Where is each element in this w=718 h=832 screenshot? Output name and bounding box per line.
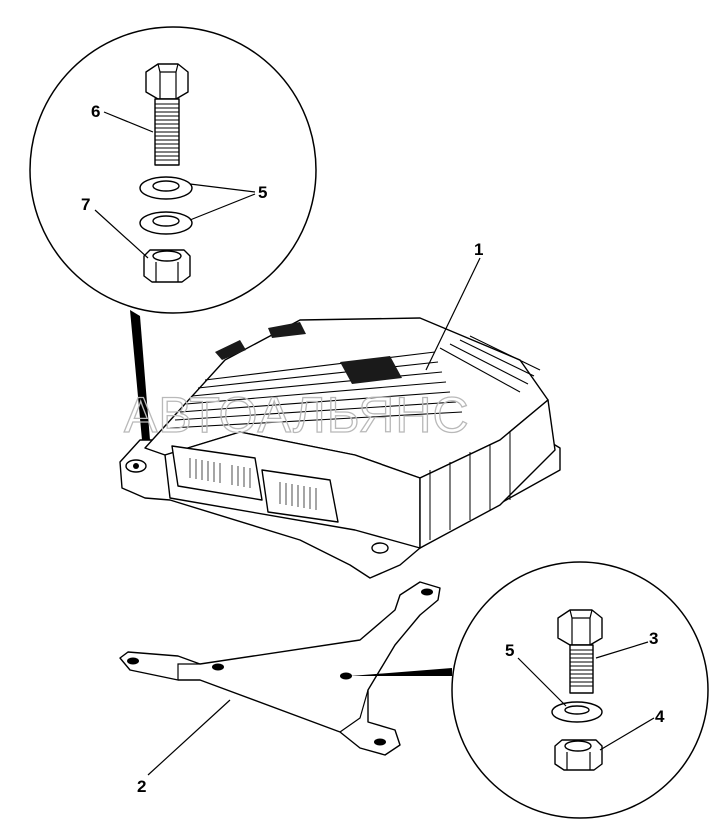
callout-7: 7 bbox=[81, 195, 90, 214]
callout-5-bottom: 5 bbox=[505, 641, 514, 660]
detail-circle-top bbox=[29, 26, 317, 440]
callout-4: 4 bbox=[655, 707, 665, 726]
nut-part-4 bbox=[554, 739, 603, 771]
bolt-part-6 bbox=[145, 63, 189, 166]
nut-part-7 bbox=[143, 249, 191, 283]
bracket-part-2 bbox=[119, 581, 441, 756]
callout-1: 1 bbox=[474, 240, 483, 259]
washer-part-5-bottom bbox=[551, 701, 603, 723]
ecu-connector-right bbox=[261, 469, 339, 523]
bolt-part-3 bbox=[557, 609, 603, 694]
ecu-connector-left bbox=[171, 445, 263, 501]
watermark-text: АВТОАЛЬЯНС bbox=[124, 387, 470, 443]
ecu-part-1 bbox=[119, 317, 561, 579]
washer-part-5-lower bbox=[139, 211, 193, 235]
callout-5-top: 5 bbox=[258, 183, 267, 202]
callout-2: 2 bbox=[137, 777, 146, 796]
washer-part-5-upper bbox=[139, 176, 193, 200]
callout-3: 3 bbox=[649, 629, 658, 648]
callout-6: 6 bbox=[91, 102, 100, 121]
